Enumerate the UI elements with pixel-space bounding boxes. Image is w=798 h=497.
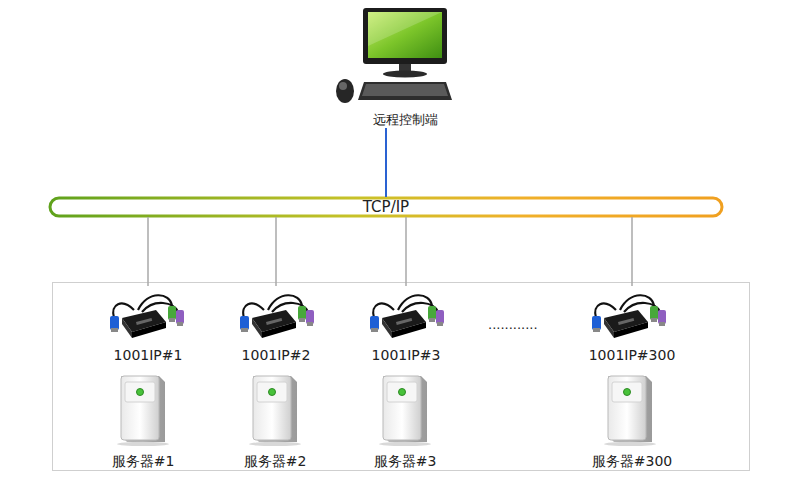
network-link [406, 217, 407, 286]
node-label: TCP/IP [363, 198, 409, 216]
node-label: 1001IP#1 [114, 347, 183, 364]
kvm-device: 1001IP#2 [226, 286, 326, 364]
node-label: 服务器#1 [112, 453, 175, 470]
node-label: 服务器#2 [244, 453, 307, 470]
kvm-device: 1001IP#1 [98, 286, 198, 364]
network-link [386, 128, 387, 197]
node-label: 1001IP#3 [372, 347, 441, 364]
ellipsis-mark: ............ [488, 317, 538, 332]
network-link [148, 217, 149, 286]
node-label: 1001IP#300 [589, 347, 676, 364]
node-label: 远程控制端 [373, 112, 438, 128]
network-band: TCP/IP [50, 197, 722, 217]
server: 服务器#3 [355, 368, 455, 470]
kvm-device: 1001IP#300 [574, 286, 690, 364]
server: 服务器#2 [225, 368, 325, 470]
server: 服务器#300 [572, 368, 692, 470]
remote-terminal: 远程控制端 [328, 4, 482, 128]
server: 服务器#1 [93, 368, 193, 470]
node-label: 1001IP#2 [242, 347, 311, 364]
network-link [276, 217, 277, 286]
node-label: 服务器#300 [592, 453, 672, 470]
network-link [632, 217, 633, 286]
kvm-device: 1001IP#3 [356, 286, 456, 364]
node-label: 服务器#3 [374, 453, 437, 470]
